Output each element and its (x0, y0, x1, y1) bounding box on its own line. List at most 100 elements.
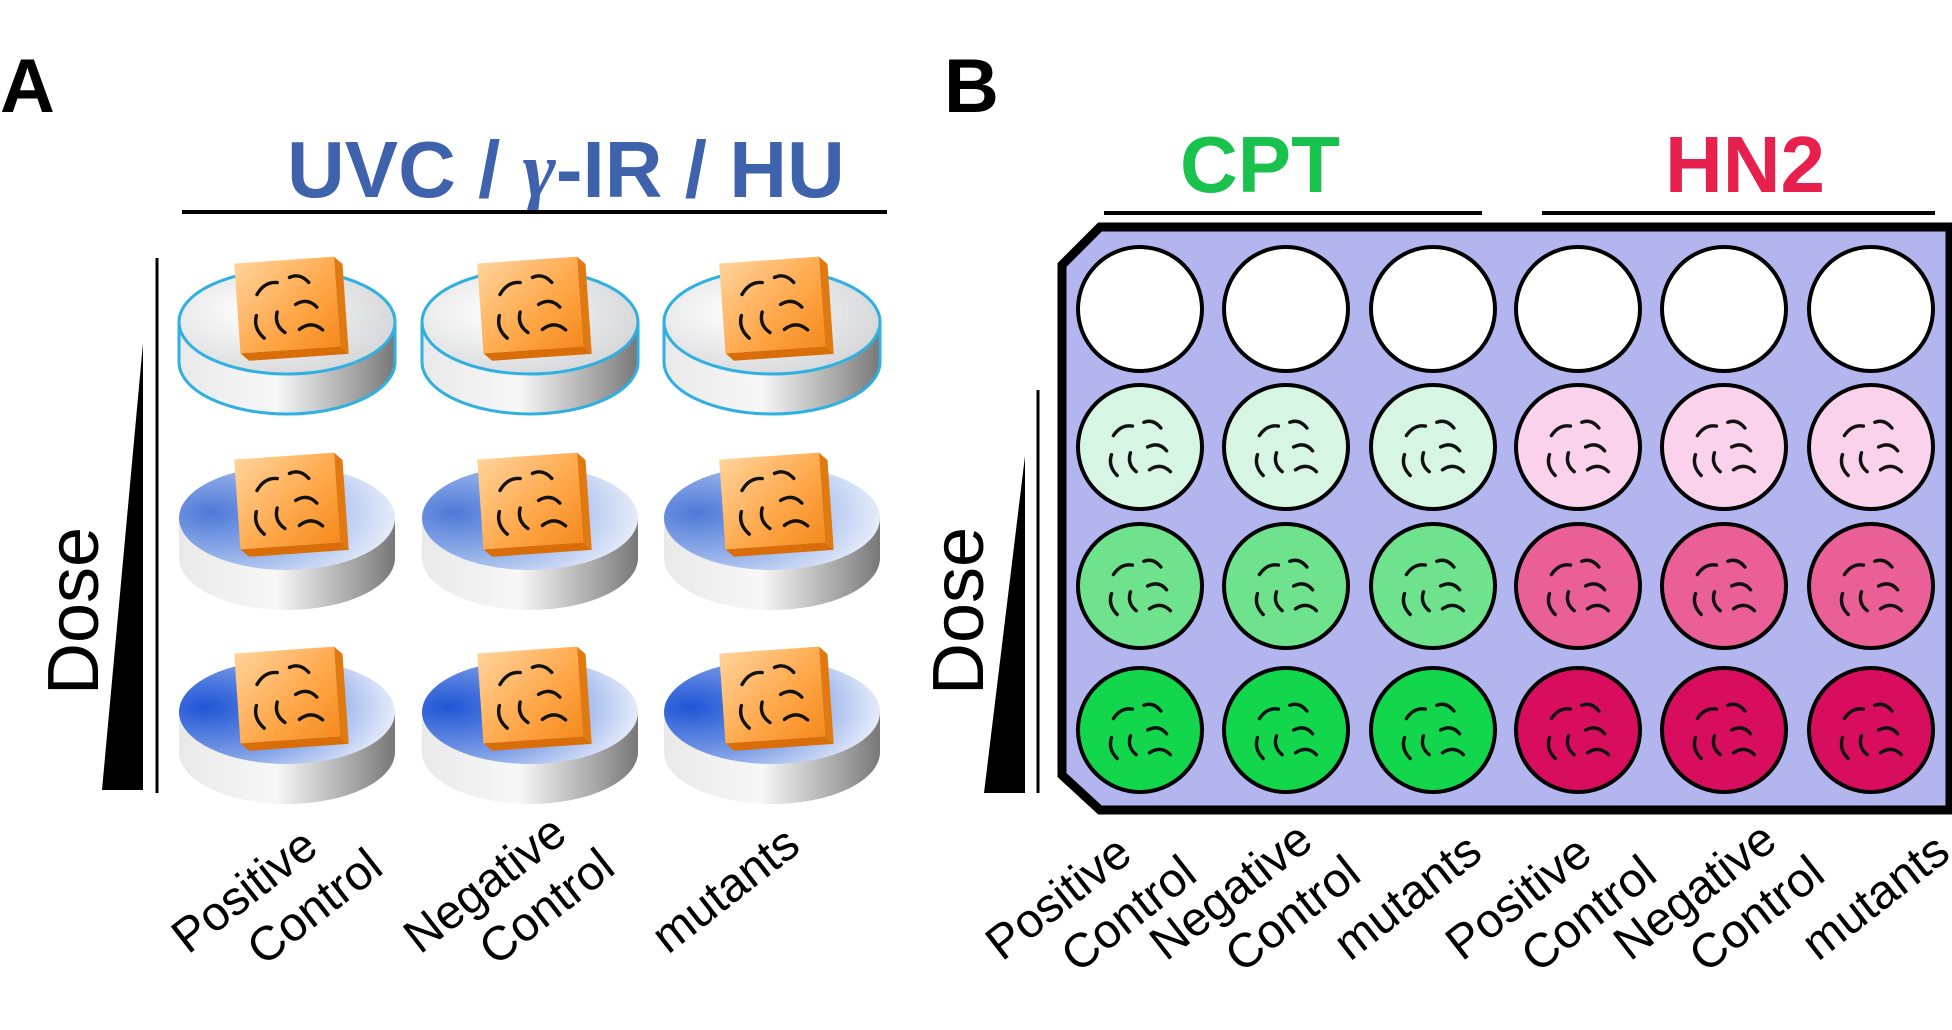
worm-icon (1108, 735, 1119, 761)
worm-icon (782, 713, 810, 722)
petri-dish (179, 452, 395, 610)
panel-a-dose-wedge (102, 343, 143, 790)
well-circle (1807, 666, 1935, 794)
petri-dish (422, 646, 638, 804)
agar-bottom (725, 542, 834, 557)
agar-bottom (725, 346, 834, 361)
well-circle (1660, 245, 1788, 373)
worm-icon (1147, 603, 1173, 613)
worm-icon (1440, 464, 1466, 474)
well (1807, 245, 1935, 373)
agar-block (234, 646, 349, 751)
worm-icon (1142, 558, 1163, 569)
well-circle (1076, 666, 1204, 794)
worm-icon (1729, 726, 1753, 736)
worm-icon (738, 313, 751, 340)
worm-icon (1546, 452, 1557, 478)
worm-icon (1842, 424, 1866, 438)
worm-icon (540, 519, 568, 528)
panel-a-header-part2: -IR / HU (556, 125, 845, 214)
agar-bottom (483, 736, 592, 751)
worm-icon (1435, 419, 1456, 430)
worm-icon (540, 713, 568, 722)
panel-b-dose-wedge (984, 456, 1025, 793)
worm-icon (778, 495, 804, 505)
worm-icon (1711, 590, 1722, 613)
worm-icon (1291, 443, 1315, 453)
worm-icon (1440, 603, 1466, 613)
well-circle (1369, 383, 1497, 511)
agar-top (719, 646, 826, 744)
worm-icon (1876, 443, 1900, 453)
worm-icon (782, 519, 810, 528)
worm-icon (498, 670, 522, 687)
well-circle (1076, 522, 1204, 650)
well-circle (1807, 522, 1935, 650)
petri-dish (420, 256, 640, 416)
well-circle (1660, 522, 1788, 650)
worm-icon (1546, 735, 1557, 761)
worm-icon (1438, 443, 1462, 453)
worm-icon (772, 274, 796, 285)
worm-icon (1147, 464, 1173, 474)
worm-icon (1692, 591, 1703, 617)
worm-icon (1438, 582, 1462, 592)
worm-icon (498, 476, 522, 493)
worm-icon (778, 299, 804, 309)
well (1369, 522, 1497, 650)
worm-icon (1127, 734, 1138, 757)
worm-icon (1565, 451, 1576, 474)
worm-icon (1695, 424, 1719, 438)
well (1660, 666, 1788, 794)
well (1369, 383, 1497, 511)
worm-icon (1585, 747, 1611, 757)
petri-dish (179, 646, 395, 804)
worm-icon (1580, 702, 1601, 713)
panel-a-dose-label: Dose (34, 527, 114, 695)
worm-icon (1839, 591, 1850, 617)
worm-icon (1878, 747, 1904, 757)
worm-icon (1695, 707, 1719, 721)
well (1369, 245, 1497, 373)
well (1807, 522, 1935, 650)
agar-block (719, 646, 834, 751)
worm-icon (759, 506, 772, 531)
petri-dish (664, 452, 880, 610)
worm-icon (517, 506, 530, 531)
worm-icon (1273, 590, 1284, 613)
worm-icon (1404, 563, 1428, 577)
agar-block (477, 256, 592, 361)
agar-bottom (240, 736, 349, 751)
worm-icon (1842, 563, 1866, 577)
worm-icon (1692, 735, 1703, 761)
worm-icon (1111, 424, 1135, 438)
worm-icon (530, 470, 554, 481)
worm-icon (1254, 591, 1265, 617)
well-circle (1514, 666, 1642, 794)
worm-icon (1401, 735, 1412, 761)
worm-icon (740, 280, 764, 297)
worm-icon (1876, 726, 1900, 736)
worm-icon (1291, 582, 1315, 592)
agar-block (234, 452, 349, 557)
well (1660, 245, 1788, 373)
worm-icon (738, 703, 751, 730)
worm-icon (1401, 591, 1412, 617)
agar-block (234, 256, 349, 361)
worm-icon (1273, 451, 1284, 474)
petri-dish (662, 256, 882, 416)
panel-b-dose-label: Dose (919, 527, 999, 695)
worm-icon (1839, 735, 1850, 761)
worm-icon (1546, 591, 1557, 617)
column-label: NegativeControl (1140, 802, 1370, 1015)
worm-icon (1711, 734, 1722, 757)
agar-top (234, 646, 341, 744)
worm-icon (1549, 424, 1573, 438)
agar-side (333, 452, 349, 550)
well-circle (1660, 666, 1788, 794)
agar-top (719, 452, 826, 550)
agar-block (477, 452, 592, 557)
worm-icon (1291, 726, 1315, 736)
worm-icon (1420, 734, 1431, 757)
agar-side (818, 452, 834, 550)
